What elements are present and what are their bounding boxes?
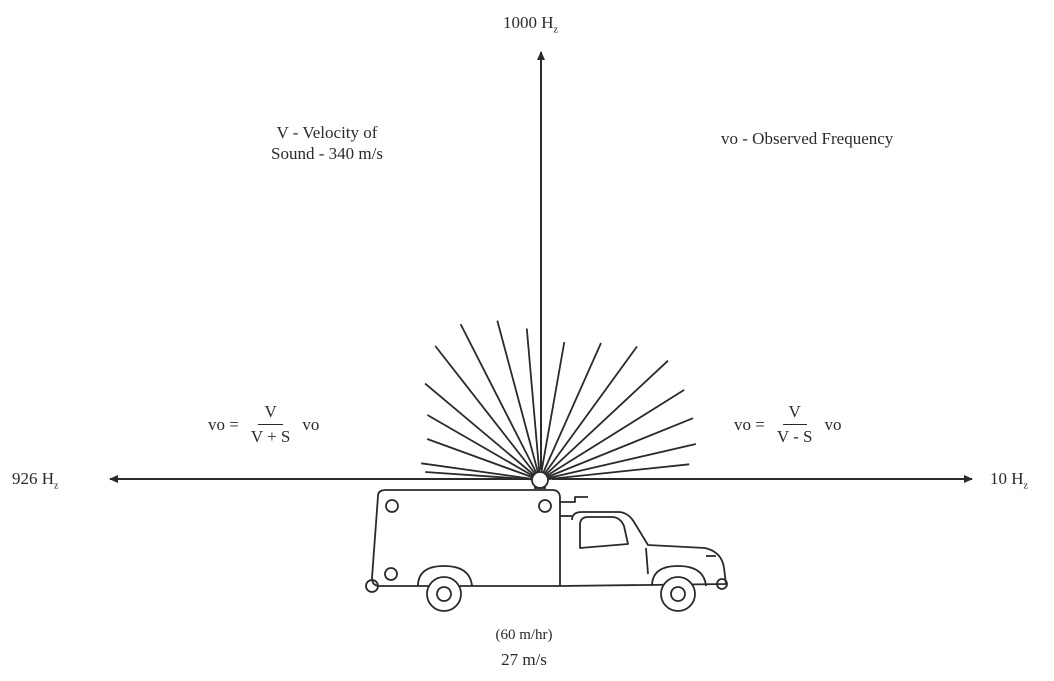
cab-window xyxy=(579,516,629,549)
formula-rhs: vo xyxy=(824,414,842,434)
sound-ray xyxy=(539,463,690,481)
sound-ray xyxy=(539,389,685,481)
left-frequency-label: 926 Hz xyxy=(12,469,59,492)
ambulance-truck xyxy=(365,487,728,612)
formula-denominator: V + S xyxy=(250,427,291,447)
velocity-line-1: V - Velocity of xyxy=(276,123,378,142)
formula-lhs: vo = xyxy=(208,414,239,434)
speed-mph: (60 m/hr) xyxy=(495,627,553,643)
velocity-line-2: Sound - 340 m/s xyxy=(271,144,383,164)
rear-wheel xyxy=(426,576,462,612)
sound-ray xyxy=(496,320,541,481)
formula-lhs: vo = xyxy=(734,414,765,434)
sound-ray xyxy=(539,443,697,481)
sound-ray xyxy=(539,360,669,481)
sound-ray xyxy=(459,323,541,481)
sound-ray xyxy=(525,328,541,481)
sound-ray xyxy=(425,471,541,481)
box-window-3 xyxy=(384,567,398,581)
box-window-1 xyxy=(385,499,399,513)
sound-ray xyxy=(434,345,541,481)
front-hub xyxy=(670,586,686,602)
rear-hub xyxy=(436,586,452,602)
ambulance-box xyxy=(371,489,561,587)
velocity-note: V - Velocity of Sound - 340 m/s xyxy=(232,122,422,165)
sound-ray xyxy=(426,414,541,481)
formula-numerator: V xyxy=(258,402,283,426)
box-window-2 xyxy=(538,499,552,513)
front-bumper xyxy=(716,578,728,590)
sound-ray xyxy=(539,342,602,481)
top-frequency-label: 1000 Hz xyxy=(503,13,558,36)
front-wheel xyxy=(660,576,696,612)
formula-denominator: V - S xyxy=(776,427,813,447)
rear-bumper xyxy=(365,579,379,593)
sound-ray xyxy=(426,438,541,481)
sound-ray xyxy=(539,341,566,481)
sound-rays xyxy=(421,320,697,481)
receding-formula: vo = V V - S vo xyxy=(734,402,841,448)
sound-ray xyxy=(539,417,694,481)
formula-numerator: V xyxy=(782,402,807,426)
cab-connector xyxy=(560,496,588,503)
speed-label: (60 m/hr) 27 m/s xyxy=(464,626,584,670)
speed-mps: 27 m/s xyxy=(501,649,547,669)
sound-ray xyxy=(424,382,541,481)
right-frequency-label: 10 Hz xyxy=(990,469,1028,492)
ambulance-cab xyxy=(559,511,727,587)
sound-ray xyxy=(539,345,638,481)
approaching-formula: vo = V V + S vo xyxy=(208,402,319,448)
observed-frequency-note: vo - Observed Frequency xyxy=(721,129,894,148)
siren-light xyxy=(531,471,549,489)
sound-ray xyxy=(421,462,541,481)
formula-rhs: vo xyxy=(302,414,320,434)
